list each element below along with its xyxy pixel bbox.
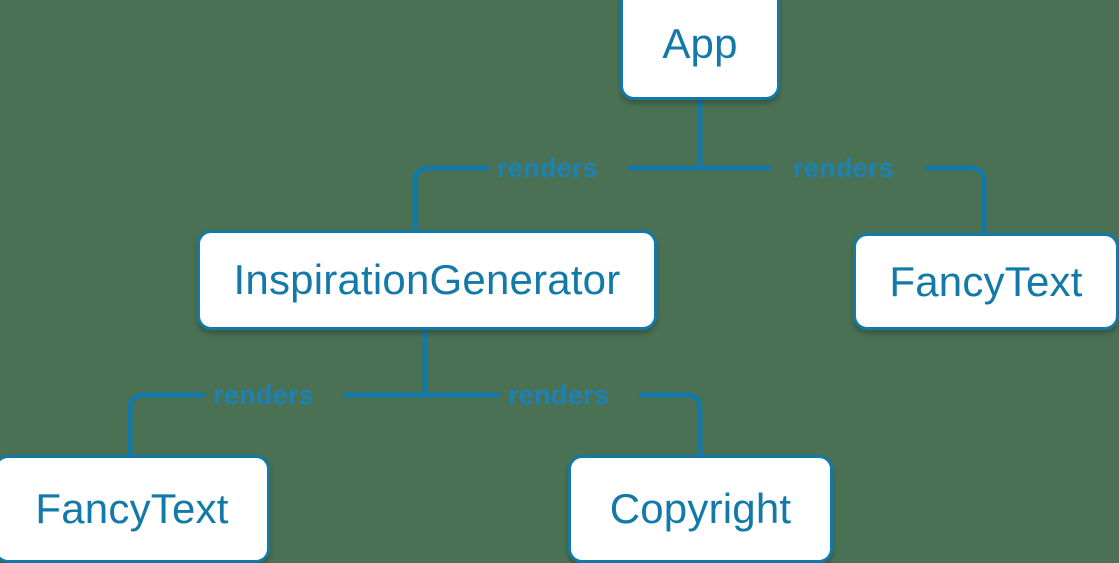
- node-app-label: App: [662, 20, 738, 67]
- edge-inspirationgenerator-to-fancytext-bottom: [127, 392, 428, 458]
- node-fancytext-right-label: FancyText: [889, 257, 1083, 305]
- edge-label-app-to-fancytext-right: renders: [793, 153, 895, 183]
- edge-app-to-fancytext-right: [697, 165, 987, 236]
- node-app[interactable]: App: [620, 0, 780, 100]
- edge-label-inspirationgenerator-to-fancytext-bottom: renders: [213, 380, 315, 410]
- node-inspirationgenerator-label: InspirationGenerator: [233, 256, 621, 303]
- node-copyright[interactable]: Copyright: [568, 455, 833, 563]
- edge-label-app-to-inspirationgenerator: renders: [497, 153, 599, 183]
- edge-label-inspirationgenerator-to-copyright: renders: [508, 380, 610, 410]
- edge-app-to-inspirationgenerator: [412, 165, 703, 233]
- node-copyright-label: Copyright: [609, 485, 792, 532]
- node-fancytext-bottom[interactable]: FancyText: [0, 455, 270, 563]
- node-fancytext-bottom-label: FancyText: [35, 485, 229, 532]
- node-fancytext-right[interactable]: FancyText: [853, 233, 1119, 330]
- node-inspirationgenerator[interactable]: InspirationGenerator: [197, 230, 657, 330]
- edge-inspirationgenerator-to-copyright: [422, 392, 703, 458]
